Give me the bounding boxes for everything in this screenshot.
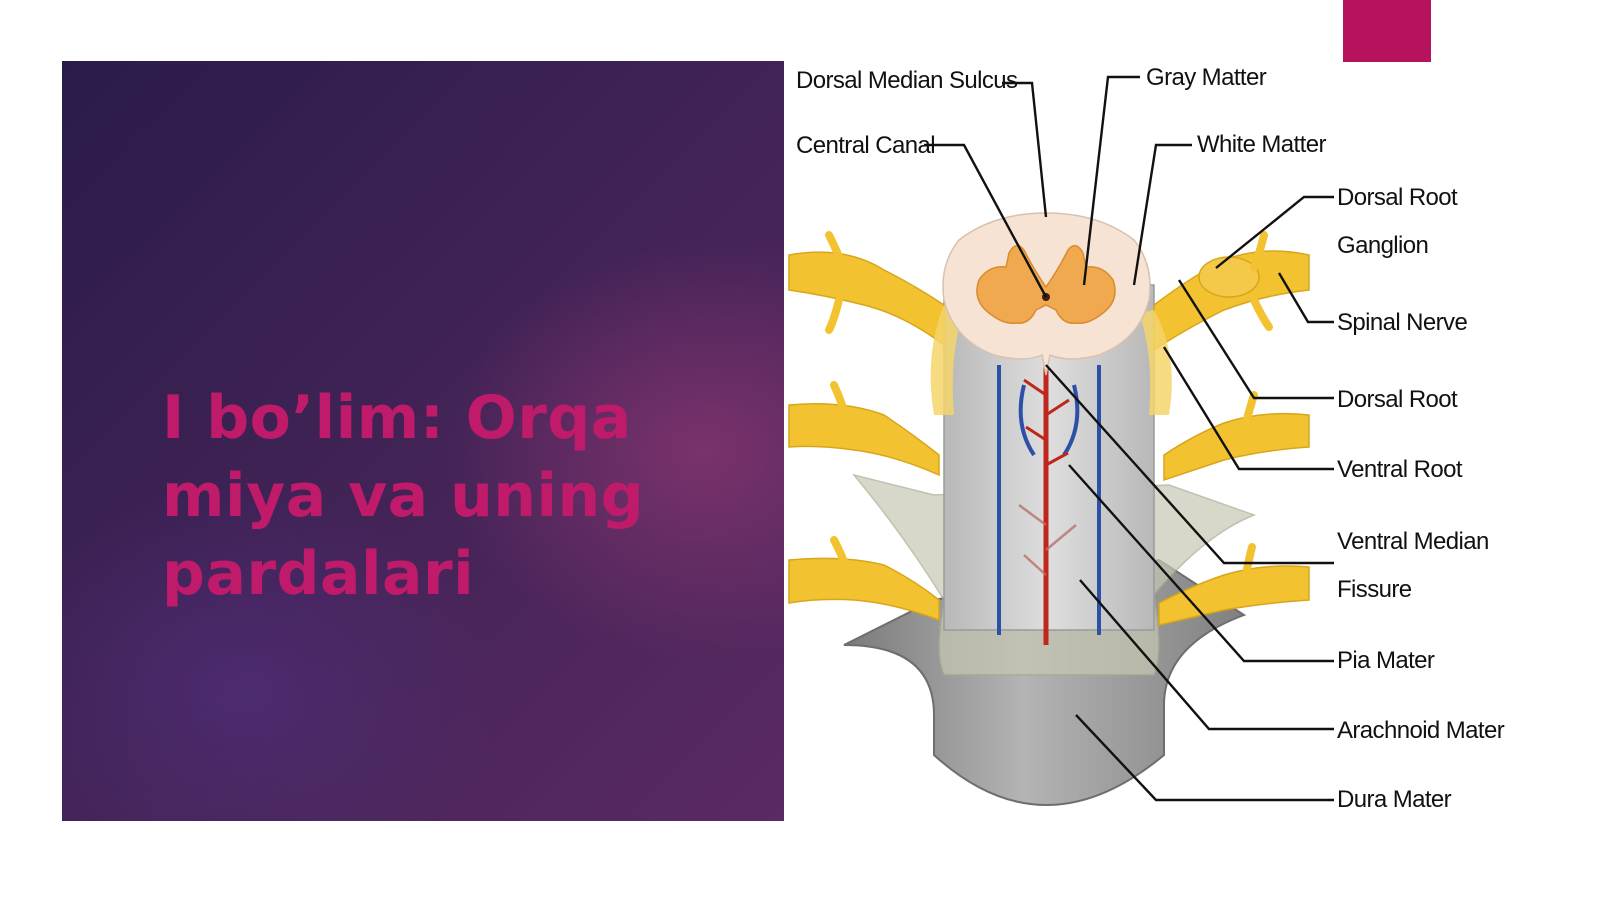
leader-pia-mater (1068, 464, 1334, 663)
left-nerve-branch (825, 231, 848, 274)
gray-matter-shape (976, 244, 1116, 325)
leader-dorsal-root-ganglion (1215, 195, 1334, 269)
label-dura-mater: Dura Mater (1337, 786, 1452, 813)
slide-title: I bo’lim: Orqa miya va uning pardalari (162, 383, 645, 609)
label-pia-mater: Pia Mater (1337, 647, 1435, 674)
leader-dura-mater (1075, 714, 1334, 802)
left-spinal-nerve-lower (788, 557, 940, 622)
dorsal-root-ganglion-shape (1198, 256, 1260, 298)
label-ventral-root: Ventral Root (1337, 456, 1463, 483)
artery (1023, 378, 1070, 467)
label-spinal-nerve: Spinal Nerve (1337, 309, 1467, 336)
label-dorsal-root: Dorsal Root (1337, 386, 1458, 413)
leader-arachnoid-mater (1079, 579, 1334, 731)
vein (1018, 384, 1080, 457)
label-dorsal-median-sulcus: Dorsal Median Sulcus (796, 67, 1018, 94)
left-nerve-branch (825, 296, 843, 334)
leader-central-canal (924, 143, 1048, 298)
right-spinal-nerve-middle (1163, 412, 1310, 482)
left-spinal-nerve-middle (788, 403, 940, 477)
label-ventral-median-fissure: Fissure (1337, 576, 1412, 603)
artery (1018, 503, 1077, 576)
label-dorsal-root-ganglion: Dorsal Root (1337, 184, 1458, 211)
label-arachnoid-mater: Arachnoid Mater (1337, 717, 1505, 744)
spinal-cord-diagram: Dorsal Median Sulcus Gray Matter Central… (784, 55, 1544, 845)
label-white-matter: White Matter (1197, 131, 1326, 158)
label-ventral-median-fissure: Ventral Median (1337, 528, 1489, 555)
right-nerve-branch (1250, 296, 1273, 331)
leader-dorsal-median-sulcus (1002, 81, 1048, 218)
label-central-canal: Central Canal (796, 132, 935, 159)
leader-gray-matter (1082, 75, 1140, 286)
leader-ventral-median-fissure (1045, 364, 1334, 565)
left-nerve-branch (830, 381, 850, 421)
right-nerve-branch (1250, 231, 1268, 271)
dorsal-rootlets (930, 305, 964, 415)
label-dorsal-root-ganglion: Ganglion (1337, 232, 1428, 259)
left-nerve-branch (830, 536, 850, 571)
leader-spinal-nerve (1277, 272, 1334, 324)
left-spinal-nerve-upper (788, 251, 945, 347)
leader-white-matter (1132, 143, 1192, 286)
leader-ventral-root (1162, 346, 1334, 471)
leader-dorsal-root (1177, 279, 1334, 400)
accent-square (1343, 0, 1431, 62)
title-panel: I bo’lim: Orqa miya va uning pardalari (62, 61, 784, 821)
dorsal-rootlets (1139, 310, 1172, 415)
label-gray-matter: Gray Matter (1146, 64, 1267, 91)
spinal-cord-illustration: Dorsal Median Sulcus Gray Matter Central… (788, 64, 1505, 813)
